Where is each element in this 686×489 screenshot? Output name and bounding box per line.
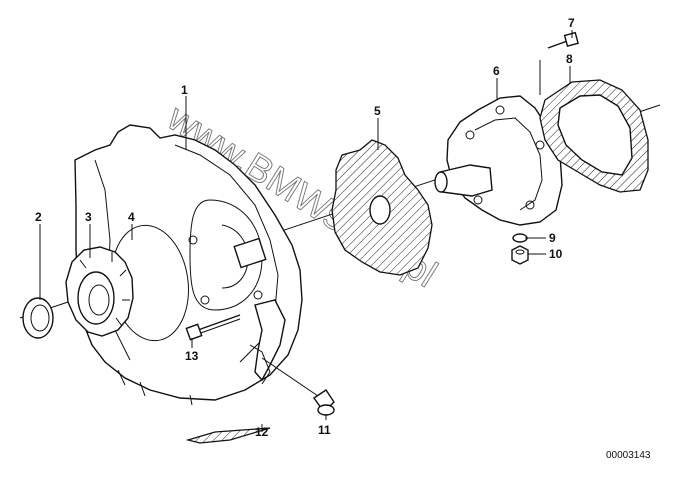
- gasket-plate-bore: [369, 195, 391, 225]
- plug-screw: [313, 389, 335, 416]
- callout-6: 6: [493, 64, 500, 78]
- leader-lines: [39, 30, 573, 432]
- callout-4: 4: [128, 210, 135, 224]
- callout-12: 12: [255, 425, 269, 439]
- callout-1: 1: [181, 83, 188, 97]
- nut-10: [511, 245, 529, 265]
- callout-3: 3: [85, 210, 92, 224]
- strip-12: [185, 427, 271, 444]
- seal-ring: [22, 297, 54, 339]
- bolt-7: [547, 31, 579, 49]
- reference-number: 00003143: [606, 450, 651, 461]
- callout-13: 13: [185, 349, 199, 363]
- callout-10: 10: [549, 247, 563, 261]
- callout-11: 11: [318, 423, 331, 437]
- callout-7: 7: [568, 16, 575, 30]
- callout-2: 2: [35, 210, 42, 224]
- bearing-cover: [65, 246, 134, 337]
- washer-9: [512, 233, 528, 243]
- bolt-13: [185, 314, 241, 341]
- gasket-8-inner: [557, 94, 633, 176]
- callout-5: 5: [374, 104, 381, 118]
- transmission-housing: [74, 124, 303, 406]
- oil-pump: [434, 95, 563, 226]
- callout-9: 9: [549, 231, 556, 245]
- callout-8: 8: [566, 52, 573, 66]
